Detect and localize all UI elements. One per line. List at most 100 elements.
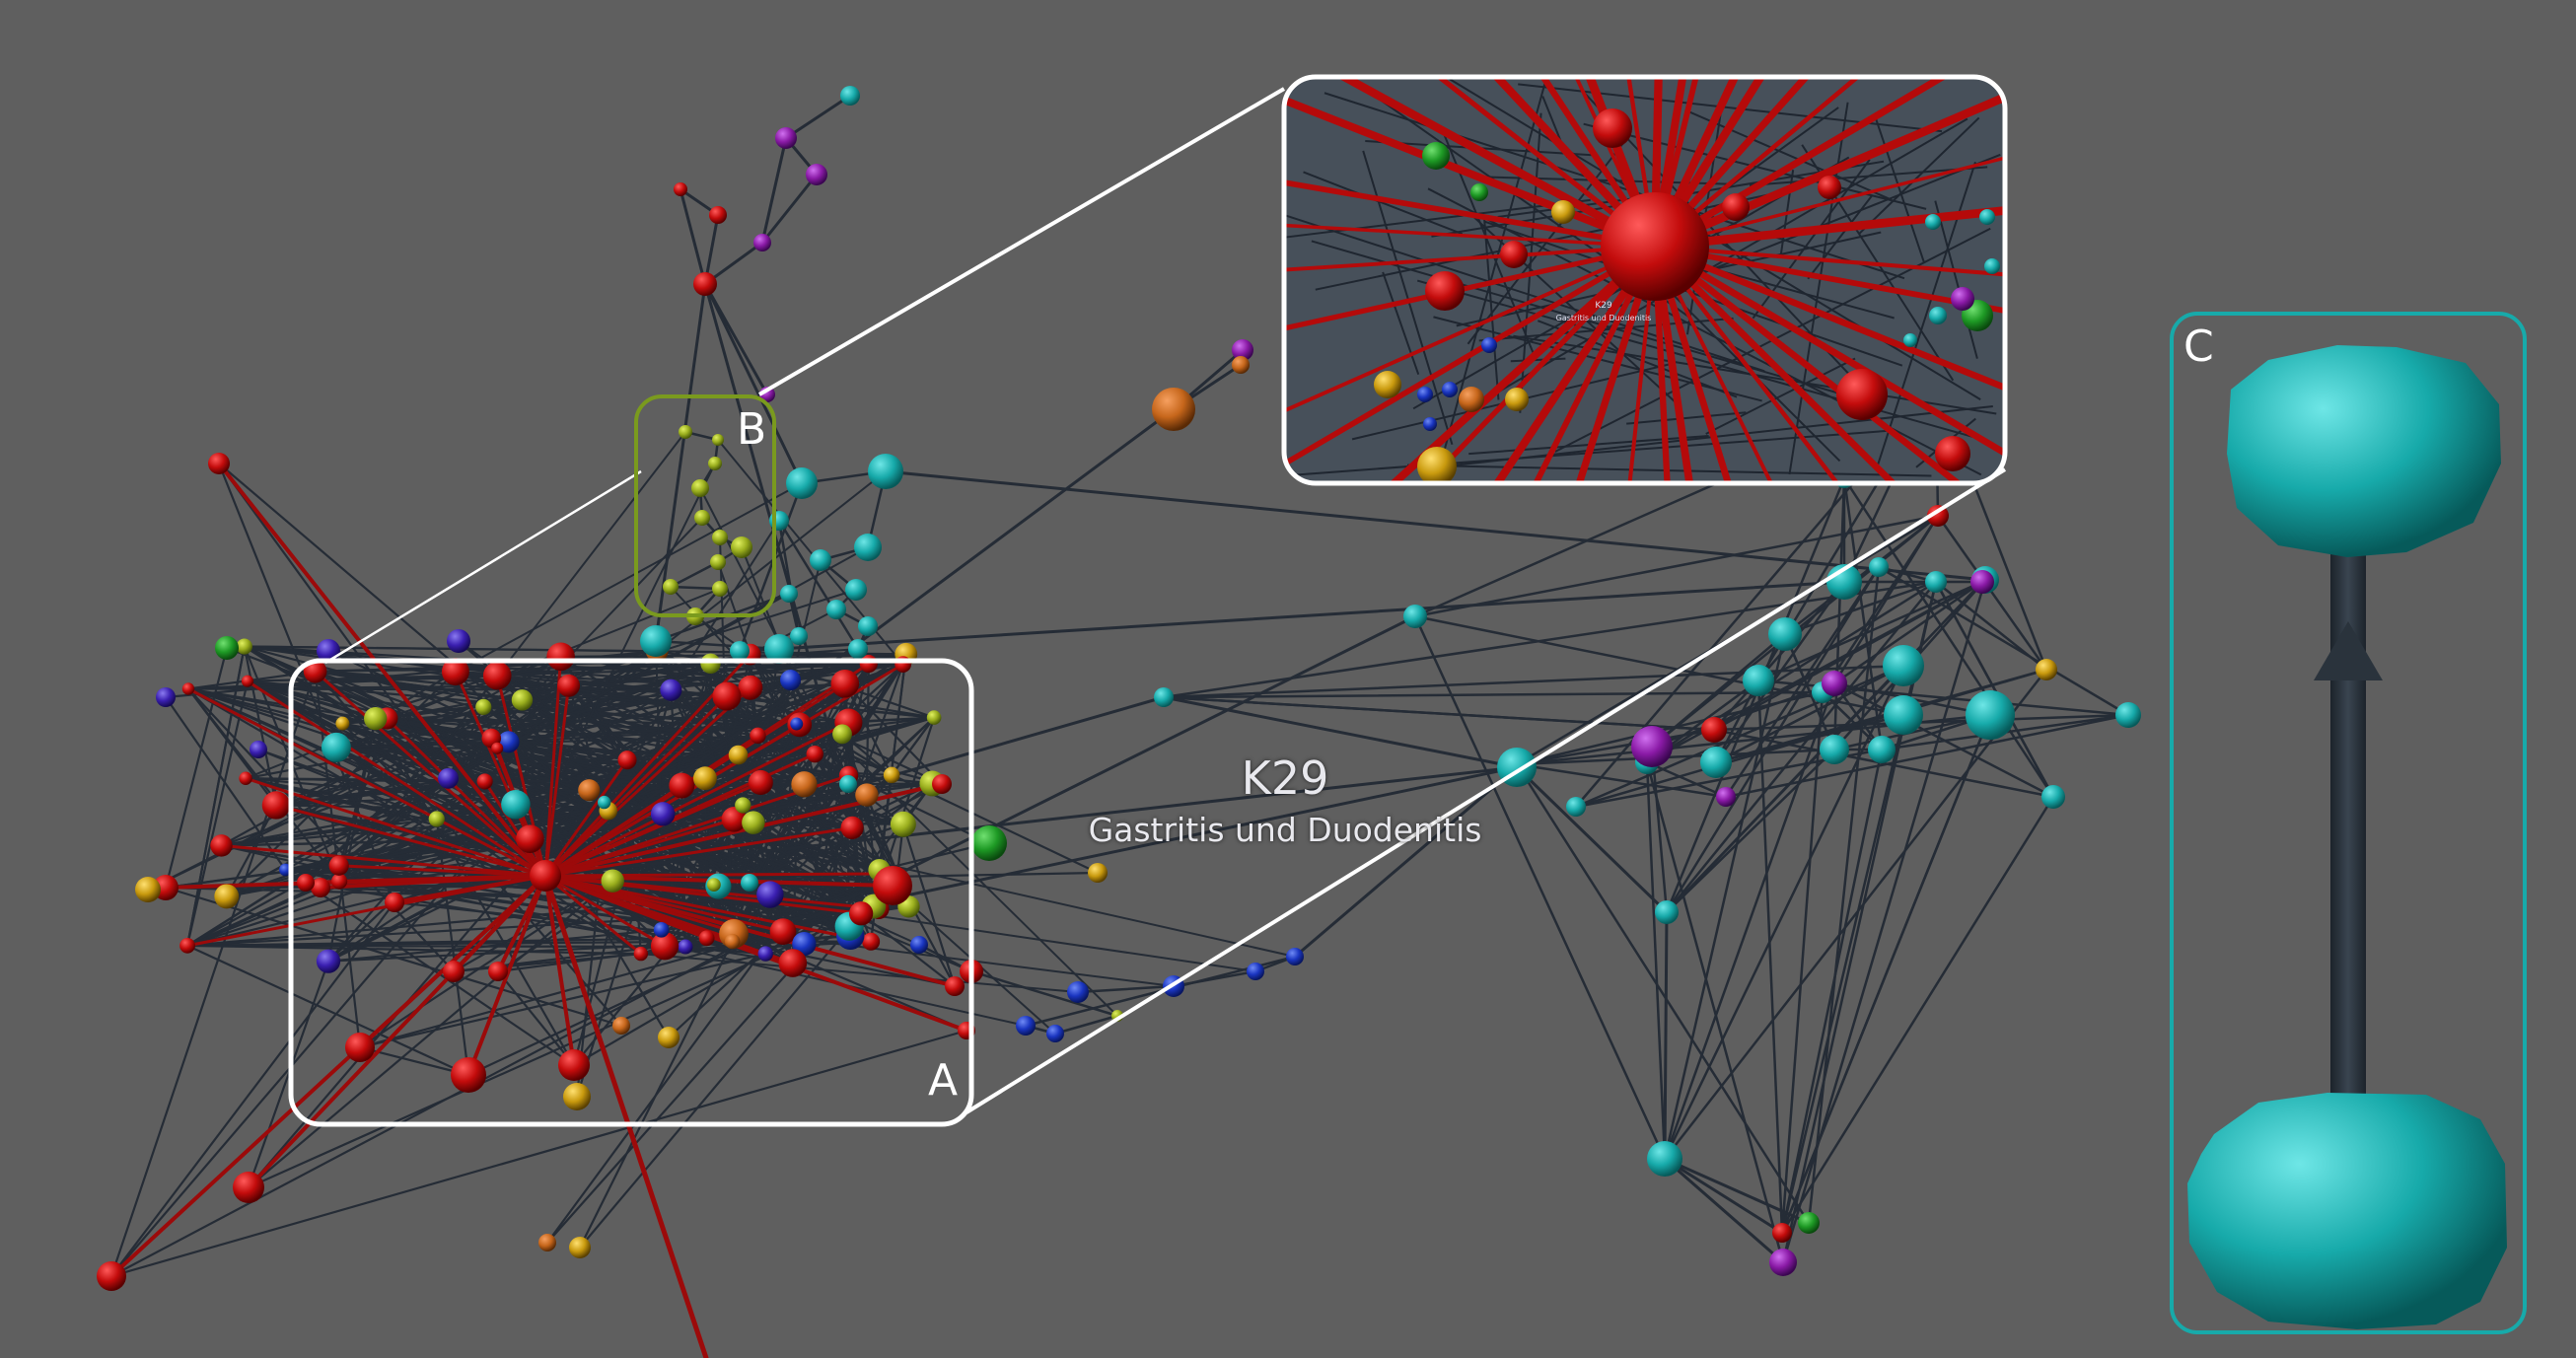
network-node xyxy=(443,961,465,982)
network-edge xyxy=(679,187,707,286)
network-edge xyxy=(777,580,1846,651)
network-edge xyxy=(1665,565,1881,914)
inset-node xyxy=(1818,176,1841,199)
network-node xyxy=(873,866,912,905)
network-edge xyxy=(452,880,614,973)
network-edge xyxy=(185,645,246,947)
network-node xyxy=(806,745,823,763)
network-node xyxy=(712,434,724,446)
network-edge xyxy=(164,886,623,1028)
network-node xyxy=(868,454,903,489)
network-edge xyxy=(543,874,873,944)
network-edge xyxy=(247,960,330,1189)
network-edge xyxy=(1515,762,1728,799)
network-node xyxy=(806,164,827,185)
inset-red-edge xyxy=(1381,77,1658,249)
network-edge xyxy=(496,969,576,1067)
network-node xyxy=(135,877,161,902)
network-node xyxy=(679,425,692,439)
network-node xyxy=(578,779,601,802)
network-edge xyxy=(1832,681,2055,799)
network-node xyxy=(2036,659,2057,680)
network-node xyxy=(241,675,254,687)
network-node xyxy=(712,581,728,597)
network-edge xyxy=(1162,695,1716,732)
network-node xyxy=(830,669,860,698)
network-node xyxy=(1883,645,1924,686)
inset-edge xyxy=(1723,107,1839,191)
network-node xyxy=(792,931,817,957)
inset-edge xyxy=(1749,166,1988,186)
network-edge xyxy=(1780,713,1992,1235)
inset-red-edge xyxy=(1284,77,1658,250)
network-edge xyxy=(337,864,362,1049)
network-edge xyxy=(1293,765,1519,959)
network-node xyxy=(855,783,879,807)
network-node xyxy=(698,930,715,947)
network-node xyxy=(780,585,798,603)
network-node xyxy=(791,771,818,798)
inset-node xyxy=(1551,200,1575,224)
inset-node xyxy=(1417,447,1457,483)
network-edge xyxy=(1934,580,2055,799)
network-edge xyxy=(274,698,524,807)
network-node xyxy=(303,659,327,683)
network-edge xyxy=(543,874,667,948)
network-node xyxy=(612,1017,630,1035)
network-node xyxy=(862,932,881,951)
network-node xyxy=(1970,570,1994,594)
network-edge xyxy=(1650,681,1836,749)
network-node xyxy=(839,775,857,793)
network-node xyxy=(1868,736,1896,763)
network-node xyxy=(1403,605,1427,628)
network-node xyxy=(692,766,717,791)
network-edge xyxy=(386,717,683,787)
inset-red-edge xyxy=(1652,77,1985,250)
inset-zoom xyxy=(1281,74,2008,486)
network-edge xyxy=(217,462,547,878)
network-edge xyxy=(663,663,904,948)
network-node xyxy=(1822,671,1847,696)
network-edge xyxy=(543,694,729,878)
network-edge xyxy=(784,94,852,140)
network-edge xyxy=(109,670,317,1278)
network-node xyxy=(1286,948,1304,965)
network-node xyxy=(926,710,942,725)
network-node xyxy=(261,791,291,820)
network-node xyxy=(1152,388,1195,431)
network-node xyxy=(640,625,672,657)
inset-red-edge xyxy=(1650,77,1670,248)
network-node xyxy=(328,855,349,876)
inset-red-edge xyxy=(1311,245,1657,483)
network-node xyxy=(660,679,682,701)
network-node xyxy=(210,834,233,857)
network-node xyxy=(854,534,882,561)
inset-edge xyxy=(1807,195,1873,280)
network-node xyxy=(790,627,808,645)
network-node xyxy=(1772,1223,1792,1243)
network-node xyxy=(2041,785,2065,809)
inset-node xyxy=(1593,108,1632,148)
network-node xyxy=(832,724,852,745)
inset-red-edge xyxy=(1284,245,1656,280)
network-edge xyxy=(543,874,643,956)
network-node xyxy=(546,642,575,672)
inset-red-edge xyxy=(1654,123,2005,249)
network-edge xyxy=(543,765,1519,878)
network-node xyxy=(501,789,531,820)
network-node xyxy=(945,976,965,996)
network-edge xyxy=(220,844,1027,1027)
network-edge xyxy=(274,803,547,878)
network-node xyxy=(826,600,846,619)
inset-node xyxy=(1935,436,1970,471)
network-edge xyxy=(452,874,547,973)
network-node xyxy=(731,536,752,558)
inset-red-edge xyxy=(1577,77,1658,248)
network-node xyxy=(848,639,868,659)
inset-red-edge xyxy=(1653,243,2005,434)
network-node xyxy=(335,716,350,731)
network-node xyxy=(322,732,351,762)
network-edge xyxy=(738,481,804,653)
network-edge xyxy=(186,687,456,973)
